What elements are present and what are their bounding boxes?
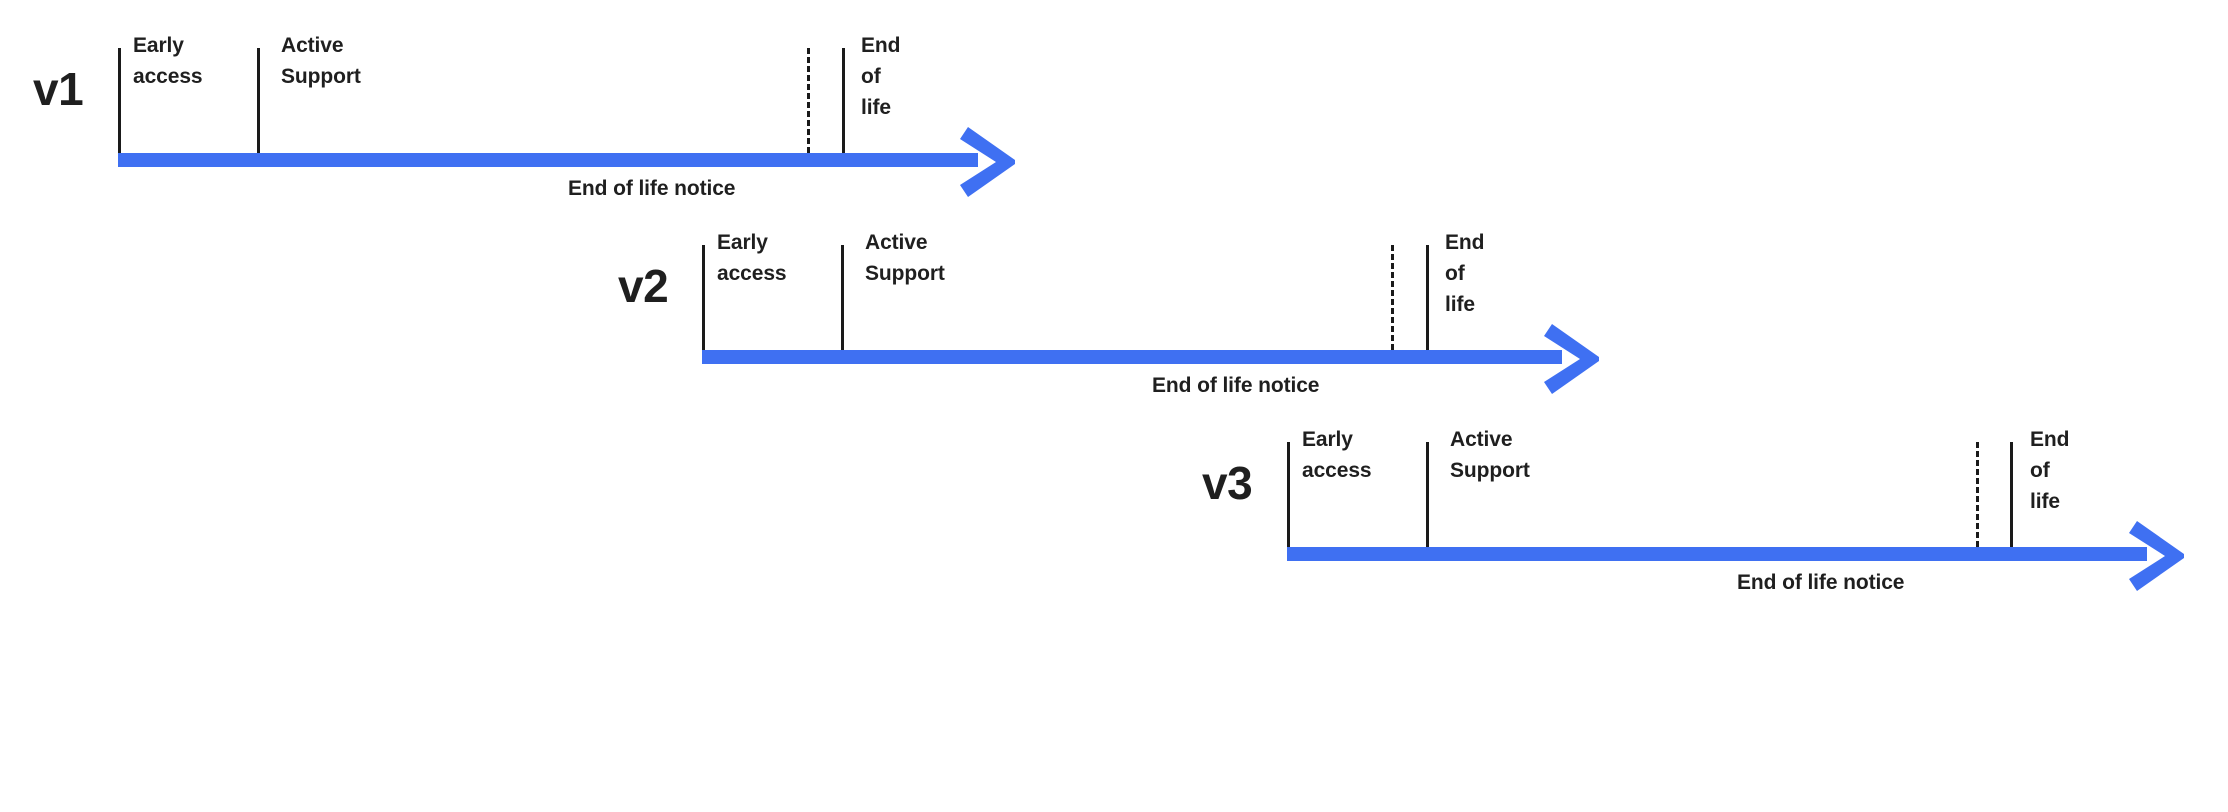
phase-divider-early-access-start [1287,442,1290,547]
phase-label-active-support: Active Support [1450,428,1530,482]
version-label-v1: v1 [33,63,84,115]
eol-notice-label: End of life notice [1152,374,1320,397]
phase-divider-end-of-life-start [842,48,845,153]
phase-divider-end-of-life-start [1426,245,1429,350]
phase-divider-active-support-start [257,48,260,153]
phase-label-end-of-life: End of life [861,34,901,119]
phase-divider-active-support-start [841,245,844,350]
phase-divider-early-access-start [118,48,121,153]
timeline-bar [1287,547,2147,561]
phase-divider-early-access-start [702,245,705,350]
phase-divider-active-support-start [1426,442,1429,547]
eol-notice-label: End of life notice [1737,571,1905,594]
timeline-bar [118,153,978,167]
phase-label-active-support: Active Support [865,231,945,285]
eol-notice-label: End of life notice [568,177,736,200]
phase-divider-end-of-life-start [2010,442,2013,547]
timeline-arrowhead-icon [960,127,1020,197]
phase-label-early-access: Early access [717,231,787,285]
timeline-arrowhead-icon [2129,521,2189,591]
phase-label-active-support: Active Support [281,34,361,88]
version-label-v2: v2 [618,260,669,312]
phase-label-end-of-life: End of life [1445,231,1485,316]
phase-divider-eol-notice-dashed [1976,442,1979,547]
version-label-v3: v3 [1202,457,1253,509]
phase-label-end-of-life: End of life [2030,428,2070,513]
phase-divider-eol-notice-dashed [807,48,810,153]
phase-label-early-access: Early access [1302,428,1372,482]
timeline-bar [702,350,1562,364]
phase-label-early-access: Early access [133,34,203,88]
phase-divider-eol-notice-dashed [1391,245,1394,350]
timeline-arrowhead-icon [1544,324,1604,394]
